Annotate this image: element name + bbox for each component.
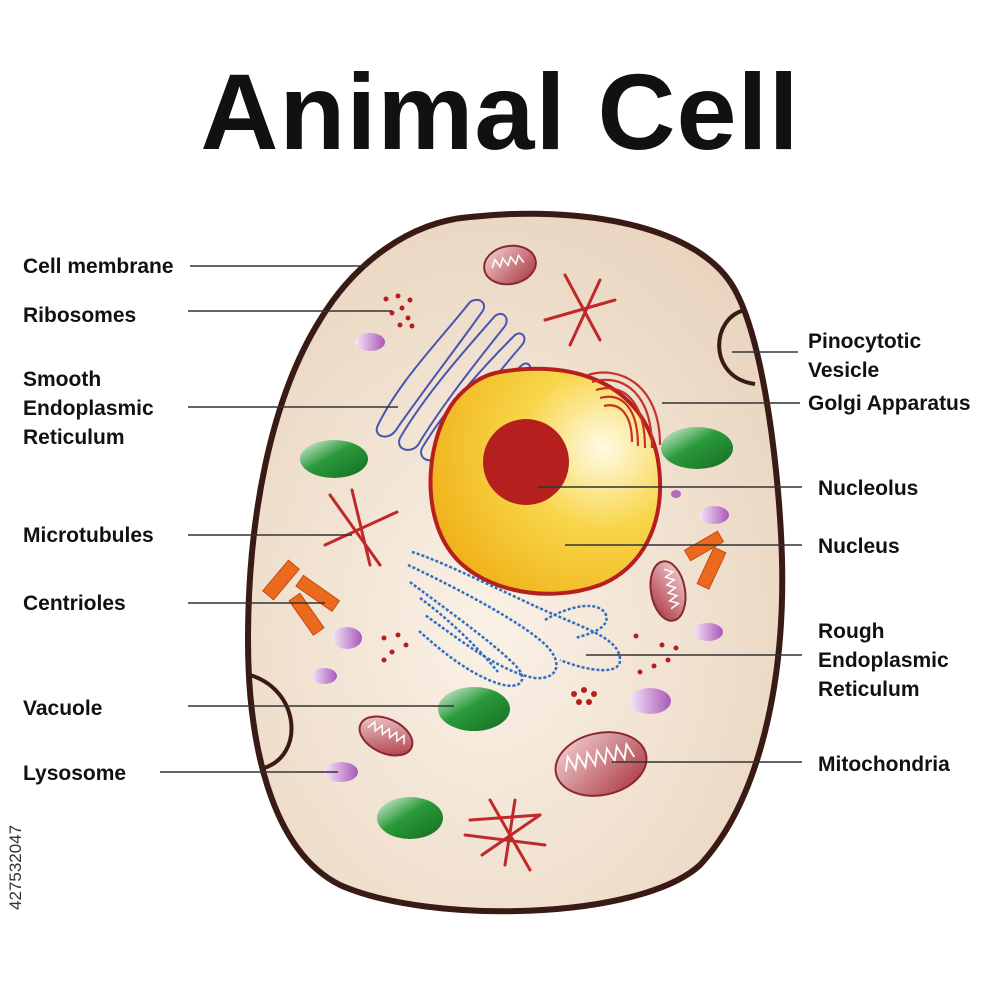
label-golgi: Golgi Apparatus bbox=[808, 392, 971, 415]
membrane-indent-left bbox=[249, 673, 294, 770]
label-rough-er-line1: Rough bbox=[818, 620, 885, 643]
label-pinocytotic-vesicle: Pinocytotic Vesicle bbox=[808, 327, 921, 385]
label-smooth-er-line3: Reticulum bbox=[23, 426, 125, 449]
label-nucleus: Nucleus bbox=[818, 535, 900, 558]
label-nucleolus: Nucleolus bbox=[818, 477, 919, 500]
pinocytotic-vesicle-shape bbox=[717, 308, 756, 386]
centrioles-shapes bbox=[262, 530, 727, 636]
label-pinocytotic-line2: Vesicle bbox=[808, 359, 880, 382]
label-smooth-er-line2: Endoplasmic bbox=[23, 397, 154, 420]
label-mitochondria: Mitochondria bbox=[818, 753, 950, 776]
label-microtubules: Microtubules bbox=[23, 524, 154, 547]
vacuole-1 bbox=[300, 440, 368, 478]
rough-er-shape bbox=[407, 550, 622, 687]
label-rough-er-line3: Reticulum bbox=[818, 678, 920, 701]
ribosomes-dots bbox=[381, 293, 679, 705]
label-pinocytotic-line1: Pinocytotic bbox=[808, 330, 922, 353]
watermark-id: 427532047 bbox=[6, 760, 30, 910]
diagram-title: Animal Cell bbox=[200, 51, 800, 172]
label-smooth-er-line1: Smooth bbox=[23, 368, 102, 391]
vacuole-3 bbox=[438, 687, 510, 731]
vacuole-2 bbox=[661, 427, 733, 469]
nucleolus-shape bbox=[483, 419, 569, 505]
microtubules-shapes bbox=[323, 273, 617, 872]
label-rough-er-line2: Endoplasmic bbox=[818, 649, 949, 672]
label-vacuole: Vacuole bbox=[23, 697, 103, 720]
watermark-id-text: 427532047 bbox=[6, 824, 25, 910]
mitochondria-shapes bbox=[358, 244, 687, 797]
label-lysosome: Lysosome bbox=[23, 762, 127, 785]
label-ribosomes: Ribosomes bbox=[23, 304, 137, 327]
golgi-shape bbox=[587, 371, 662, 449]
label-centrioles: Centrioles bbox=[23, 592, 126, 615]
lysosomes bbox=[311, 333, 729, 782]
vacuole-4 bbox=[377, 797, 443, 839]
label-smooth-er: Smooth Endoplasmic Reticulum bbox=[23, 365, 154, 452]
label-rough-er: Rough Endoplasmic Reticulum bbox=[818, 617, 949, 704]
label-cell-membrane: Cell membrane bbox=[23, 255, 174, 278]
leader-lines bbox=[160, 265, 802, 773]
